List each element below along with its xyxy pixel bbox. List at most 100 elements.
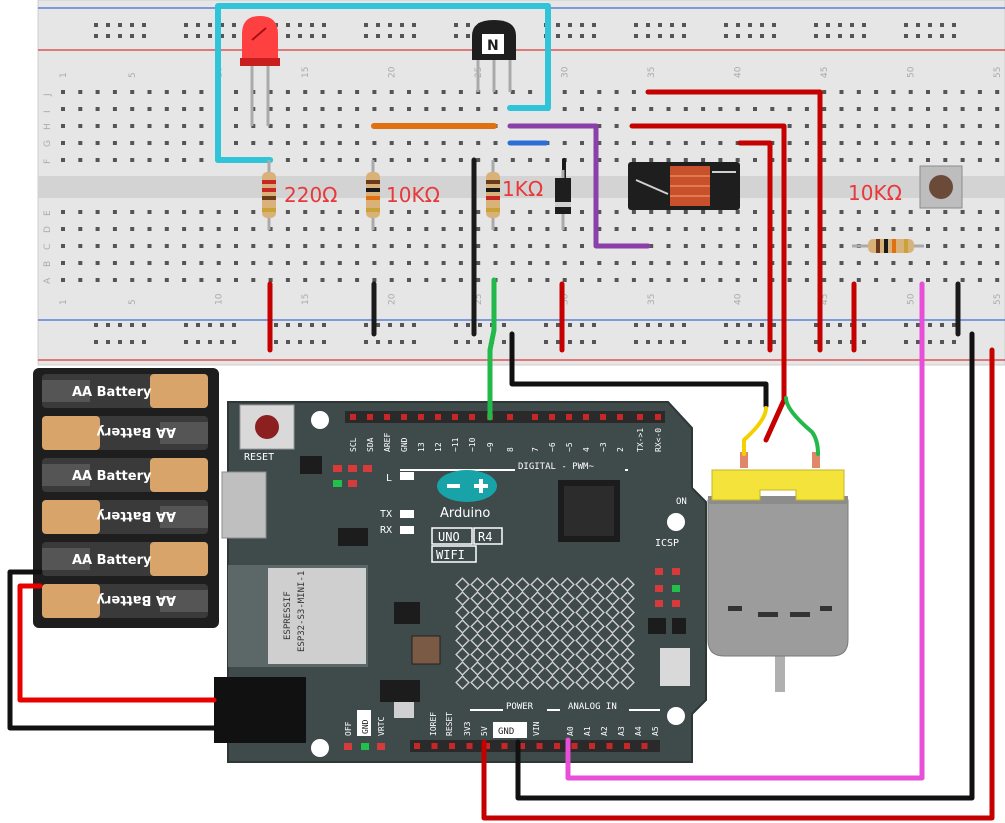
column-number: 20 [388,66,398,78]
led-l-label: L [386,473,392,484]
column-number: 35 [647,294,657,305]
pin-label: 2 [616,447,625,452]
pin-label: ~10 [468,437,477,452]
mounting-hole [667,707,685,725]
aa-battery-cell: AA Battery [42,584,208,618]
motor-terminal [812,452,820,468]
wire-red-relay-2 [629,123,787,443]
pin-label: ~6 [548,442,557,452]
header-pin [484,743,490,749]
row-letter: C [43,244,53,250]
wires [7,3,995,821]
pin-label: RESET [445,712,454,736]
column-number: 45 [820,67,830,78]
row-letter: A [43,277,53,284]
battery-positive-wire [17,583,217,703]
esp-module-line2: ESP32-S3-MINI-1 [297,571,307,652]
column-number: 20 [388,293,398,305]
gnd-small-label: GND [361,719,370,734]
status-led [363,465,372,472]
column-number: 50 [907,66,917,78]
header-pin [566,414,572,420]
resistor-1k [486,160,500,230]
aa-battery-cell: AA Battery [42,500,208,534]
header-pin [449,743,455,749]
battery-pack: AA Battery AA Battery AA Battery AA Battery… [33,368,219,628]
motor-end-cap [711,469,845,501]
rx-label: RX [380,525,392,536]
column-number: 1 [59,72,69,78]
breadboard-center-channel [38,176,1005,198]
pin-label: VIN [532,721,541,736]
qwiic-connector [660,648,690,686]
resistor-10k-a-label: 10KΩ [386,183,440,207]
battery-label: AA Battery [96,424,176,439]
header-pin [655,414,661,420]
off-label: OFF [344,721,353,736]
power-header-label: POWER [506,702,534,712]
model-wifi: WIFI [436,548,465,562]
pin-label: AREF [383,433,392,452]
header-pin [589,743,595,749]
wire-magenta-a0 [565,281,925,781]
pin-label: 8 [506,447,515,452]
header-pin [501,743,508,749]
diode [555,170,571,230]
esp32-shield [268,568,366,664]
wire-red-relay-1 [645,89,823,353]
column-number: 45 [820,294,830,305]
wire-green-pin9 [487,277,497,421]
reset-label: RESET [244,452,274,463]
pin-label: A2 [600,726,609,736]
pin-label: A4 [634,726,643,736]
header-pin [401,414,407,420]
vrtc-label: VRTC [377,717,386,736]
motor-terminal [740,452,748,468]
transistor-mark: N [487,38,499,54]
header-pin [469,414,475,420]
motor-body [707,499,849,657]
header-pin [554,743,560,749]
battery-label: AA Battery [96,592,176,607]
header-pin [431,743,438,749]
pin-label: RX<-0 [654,428,663,452]
row-letter: I [43,110,53,113]
column-number: 1 [59,299,69,305]
pin-label: A5 [651,726,660,736]
header-pin [600,414,606,420]
column-number: 35 [647,67,657,78]
arduino-logo-text: Arduino [440,506,490,521]
header-pin [571,743,578,749]
battery-label: AA Battery [72,469,152,484]
header-pin [519,743,525,749]
pin-label: GND [400,437,409,452]
row-letter: D [43,226,53,233]
column-number: 50 [907,293,917,305]
column-number: 55 [993,67,1003,78]
wire-black-motor [509,331,769,409]
header-pin [583,414,589,420]
column-number: 10 [215,293,225,305]
header-pin [418,414,424,420]
gnd-box [493,722,527,738]
battery-negative-wire [7,569,217,731]
wire-black-gnd [515,331,975,801]
column-number: 5 [128,299,138,305]
wire-purple [507,123,651,249]
red-led [240,16,280,126]
pin-label: A0 [566,726,575,736]
reset-button-cap[interactable] [255,415,279,439]
column-number: 55 [993,294,1003,305]
battery-label: AA Battery [72,385,152,400]
column-number: 40 [734,293,744,305]
resistor-10k-b [852,239,924,253]
header-pin [435,414,441,420]
led-dome [242,16,278,60]
aa-battery-cell: AA Battery [42,416,208,450]
push-button[interactable] [919,165,963,209]
bottom-header [410,740,660,752]
column-number: 25 [474,294,484,305]
status-led [333,480,342,487]
header-pin [606,743,613,749]
icsp-label: ICSP [655,538,679,549]
